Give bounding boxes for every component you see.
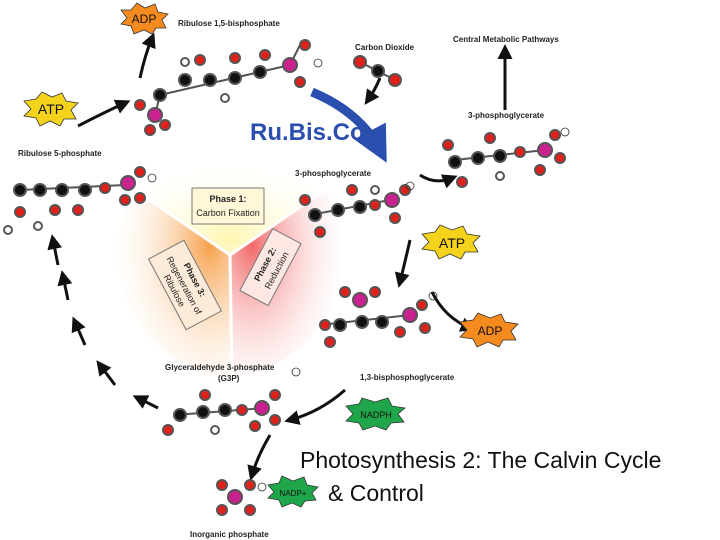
arrow-cycle-3: [71, 316, 87, 346]
label-3pg-mid: 3-phosphoglycerate: [295, 169, 372, 178]
label-g3p-abbrev: (G3P): [218, 374, 240, 383]
phase1-box: Phase 1: Carbon Fixation: [191, 187, 265, 225]
nadp-text: NADP+: [280, 489, 307, 498]
adp-top-text: ADP: [132, 12, 157, 26]
arrow-cycle-5: [47, 234, 63, 266]
label-3pg-right: 3-phosphoglycerate: [468, 111, 545, 120]
rubisco-arrow: [310, 87, 387, 163]
atp-left-text: ATP: [38, 101, 64, 117]
label-inorganic-phosphate: Inorganic phosphate: [190, 530, 269, 539]
phase3-box: Phase 3: Regeneration of Ribulose: [147, 239, 223, 331]
molecule-13bpg: [319, 286, 431, 348]
arrow-cycle-2: [96, 360, 117, 386]
phase1-subtitle: Carbon Fixation: [196, 208, 260, 218]
phase2-box: Phase 2: Reduction: [239, 228, 302, 307]
phase1-title: Phase 1:: [209, 194, 246, 204]
label-g3p: Glyceraldehyde 3-phosphate: [165, 363, 275, 372]
arrow-atp-to-rubp: [77, 99, 131, 128]
slide-title-line-1: Photosynthesis 2: The Calvin Cycle: [300, 447, 662, 473]
arrow-to-adp-top: [138, 32, 156, 79]
arrow-3pg-to-13bpg: [394, 239, 412, 288]
slide-title: Photosynthesis 2: The Calvin Cycle & Con…: [300, 444, 710, 510]
molecule-labels: Ribulose 1,5-bisphosphate Carbon Dioxide…: [18, 19, 559, 539]
molecule-3pg-mid: [299, 184, 411, 238]
badge-atp-left: ATP: [23, 91, 79, 127]
molecule-co2: [353, 55, 402, 87]
arrow-cycle-4: [57, 270, 73, 301]
adp-right-text: ADP: [478, 324, 503, 338]
molecule-ru5p: [3, 166, 146, 235]
badge-atp-right: ATP: [421, 224, 481, 260]
phase-glow-sectors: [117, 146, 343, 379]
arrow-cycle-1: [132, 395, 159, 410]
charge-markers: [147, 58, 570, 492]
slide-title-line-2: & Control: [328, 480, 424, 506]
rubisco-label: Ru.Bis.Co: [250, 119, 365, 146]
label-central-metabolic-pathways: Central Metabolic Pathways: [453, 35, 559, 44]
badge-adp-top: ADP: [120, 2, 169, 35]
arrow-to-inorganic-phosphate: [247, 434, 272, 481]
label-ribulose-bisphosphate: Ribulose 1,5-bisphosphate: [178, 19, 280, 28]
label-carbon-dioxide: Carbon Dioxide: [355, 43, 415, 52]
badge-nadph: NADPH: [345, 397, 406, 431]
label-13-bisphosphoglycerate: 1,3-bisphosphoglycerate: [360, 373, 455, 382]
arrow-to-3pg-right: [419, 173, 458, 189]
molecule-inorganic-phosphate: [216, 479, 256, 516]
molecule-rubp: [134, 39, 311, 136]
label-ribulose-5-phosphate: Ribulose 5-phosphate: [18, 149, 102, 158]
atp-right-text: ATP: [439, 235, 465, 251]
badge-nadp: NADP+: [267, 475, 319, 508]
arrow-co2-in: [364, 77, 382, 105]
arrow-to-g3p: [284, 388, 346, 425]
badge-adp-right: ADP: [459, 312, 519, 348]
molecule-g3p: [162, 389, 281, 436]
molecule-3pg-right: [442, 129, 566, 188]
cycle-arrows: [47, 32, 513, 481]
nadph-text: NADPH: [360, 410, 392, 420]
